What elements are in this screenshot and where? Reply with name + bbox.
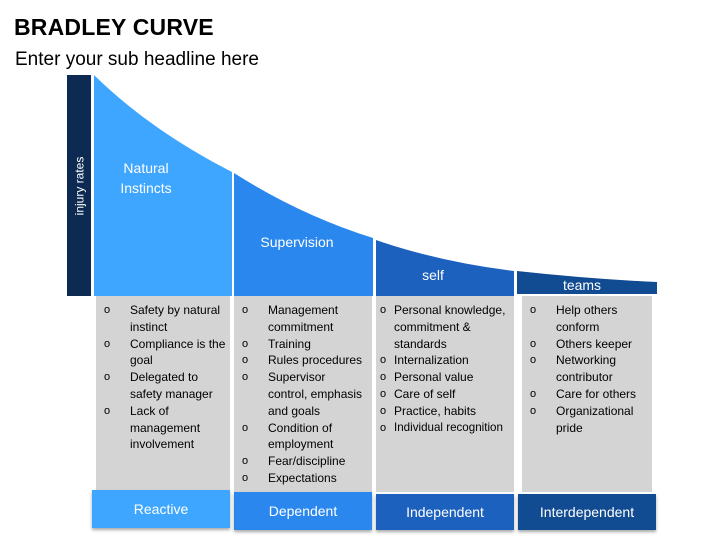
stage-label-self: self: [422, 267, 444, 283]
column-dependent: Management commitment Training Rules pro…: [234, 296, 372, 492]
page-title: BRADLEY CURVE: [14, 14, 214, 40]
curve-segment-natural-instincts: [94, 75, 232, 296]
list-item: Organizational pride: [530, 403, 648, 437]
stage-label-teams: teams: [562, 277, 602, 293]
bullet-list-dependent: Management commitment Training Rules pro…: [234, 296, 372, 487]
list-item: Rules procedures: [242, 352, 368, 369]
column-interdependent: Help others conform Others keeper Networ…: [522, 296, 652, 492]
list-item: Care for others: [530, 386, 648, 403]
curve-segment-supervision: [234, 173, 373, 296]
footer-interdependent: Interdependent: [518, 494, 656, 530]
bullet-list-interdependent: Help others conform Others keeper Networ…: [522, 296, 652, 436]
bullet-list-reactive: Safety by natural instinct Compliance is…: [96, 296, 230, 453]
list-item: Expectations: [242, 470, 368, 487]
stage-label-supervision: Supervision: [260, 234, 334, 250]
list-item: Supervisor control, emphasis and goals: [242, 369, 368, 419]
column-independent: Personal knowledge, commitment & standar…: [376, 296, 514, 492]
list-item: Compliance is the goal: [104, 336, 226, 370]
curve-segment-self: [376, 240, 514, 296]
list-item: Delegated to safety manager: [104, 369, 226, 403]
footer-dependent: Dependent: [234, 492, 372, 530]
curve-segment-teams: [517, 271, 657, 294]
list-item: Networking contributor: [530, 352, 648, 386]
list-item: Training: [242, 336, 368, 353]
column-reactive: Safety by natural instinct Compliance is…: [96, 296, 230, 492]
list-item: Individual recognition: [380, 420, 514, 437]
list-item: Fear/discipline: [242, 453, 368, 470]
axis-bar: [67, 75, 91, 296]
list-item: Help others conform: [530, 302, 648, 336]
list-item: Others keeper: [530, 336, 648, 353]
page-subtitle: Enter your sub headline here: [15, 49, 259, 70]
list-item: Condition of employment: [242, 420, 368, 454]
stage-label-natural-instincts: Natural Instincts: [120, 160, 172, 196]
list-item: Lack of management involvement: [104, 403, 226, 453]
list-item: Safety by natural instinct: [104, 302, 226, 336]
list-item: Management commitment: [242, 302, 368, 336]
list-item: Internalization: [380, 352, 514, 369]
list-item: Care of self: [380, 386, 514, 403]
footer-reactive: Reactive: [92, 490, 230, 528]
bullet-list-independent: Personal knowledge, commitment & standar…: [376, 296, 514, 436]
list-item: Personal knowledge, commitment & standar…: [380, 302, 514, 352]
list-item: Practice, habits: [380, 403, 514, 420]
list-item: Personal value: [380, 369, 514, 386]
footer-independent: Independent: [376, 494, 514, 530]
